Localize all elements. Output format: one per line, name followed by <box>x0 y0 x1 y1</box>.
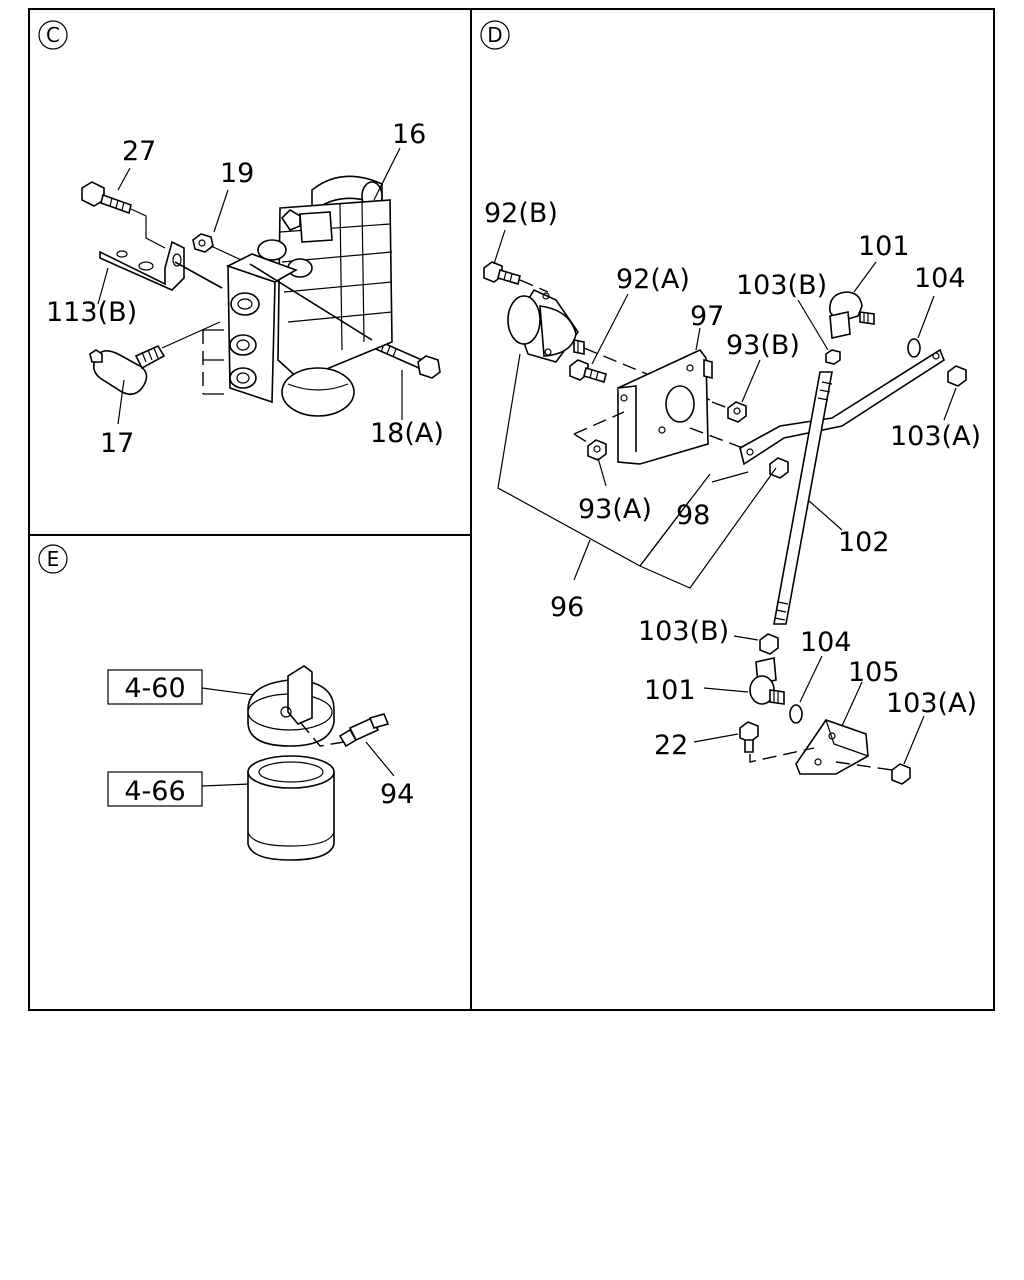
elbow-fitting-17-part <box>89 344 166 396</box>
reference-4-66-text: 4-66 <box>124 776 185 807</box>
label-17: 17 <box>100 428 134 459</box>
label-16: 16 <box>392 119 426 150</box>
bolt-22-part <box>739 721 759 753</box>
nut-19-part <box>192 233 214 253</box>
label-101-bot: 101 <box>644 675 696 706</box>
nut-103b-bot-part <box>759 633 779 655</box>
leader-19 <box>213 189 229 233</box>
bolt-27-part <box>81 181 132 215</box>
bracket-105-part <box>795 719 869 775</box>
ball-joint-101-top-part <box>829 291 875 339</box>
leader-16 <box>373 147 401 201</box>
label-22: 22 <box>654 730 688 761</box>
leader-17 <box>117 379 125 425</box>
nut-103a-top-part <box>947 365 967 387</box>
washer-104-bot-part <box>789 704 803 724</box>
label-113b: 113(B) <box>46 297 137 328</box>
label-92b: 92(B) <box>484 198 558 229</box>
nut-103a-bot-part <box>891 763 911 785</box>
label-98: 98 <box>676 500 710 531</box>
reference-box-4-60[interactable]: 4-60 <box>107 669 203 705</box>
label-94: 94 <box>380 779 414 810</box>
sensor-94-part <box>338 713 390 748</box>
section-marker-c-text: C <box>46 23 60 47</box>
label-104-top: 104 <box>914 263 966 294</box>
label-92a: 92(A) <box>616 264 690 295</box>
section-marker-e: E <box>38 544 68 574</box>
bolt-92a-part <box>569 359 607 384</box>
label-93b: 93(B) <box>726 330 800 361</box>
section-marker-c: C <box>38 20 68 50</box>
label-103b-bot: 103(B) <box>638 616 729 647</box>
bolt-92b-part <box>483 261 521 286</box>
label-101-top: 101 <box>858 231 910 262</box>
reference-box-4-66[interactable]: 4-66 <box>107 771 203 807</box>
nut-103b-top-part <box>825 349 841 365</box>
section-e-drawing: 4-60 4-66 94 <box>107 665 414 861</box>
section-d-drawing: 92(B) 92(A) 97 103(B) 101 104 93(B) 103(… <box>483 198 981 785</box>
label-102: 102 <box>838 527 890 558</box>
label-97: 97 <box>690 301 724 332</box>
label-96: 96 <box>550 592 584 623</box>
bracket-97-part <box>617 349 713 465</box>
leader-113b <box>97 267 109 305</box>
label-103a-top: 103(A) <box>890 421 981 452</box>
filter-element-part <box>247 755 335 861</box>
label-104-bot: 104 <box>800 627 852 658</box>
label-103a-bot: 103(A) <box>886 688 977 719</box>
section-c-drawing: 27 19 16 113(B) 17 18(A) <box>46 119 444 459</box>
ball-joint-101-bot-part <box>749 657 785 705</box>
section-marker-d: D <box>480 20 510 50</box>
label-19: 19 <box>220 158 254 189</box>
outer-frame <box>28 8 995 1011</box>
rod-102-part <box>773 371 833 625</box>
section-marker-d-text: D <box>487 23 502 47</box>
leader-27 <box>117 167 131 191</box>
label-18a: 18(A) <box>370 418 444 449</box>
label-105: 105 <box>848 657 900 688</box>
nut-93a-part <box>587 439 607 461</box>
leader-98 <box>639 499 691 567</box>
section-marker-e-text: E <box>47 547 60 571</box>
filter-head-part <box>247 665 335 747</box>
actuator-96-part <box>507 288 585 363</box>
washer-104-top-part <box>907 338 921 358</box>
nut-93b-part <box>727 401 747 423</box>
lever-98-part <box>739 348 945 466</box>
reference-4-60-text: 4-60 <box>124 673 185 704</box>
label-103b-top: 103(B) <box>736 270 827 301</box>
leader-96 <box>573 539 591 581</box>
bracket-113b-part <box>99 240 185 291</box>
label-27: 27 <box>122 136 156 167</box>
valve-body-16-part <box>225 175 393 417</box>
label-93a: 93(A) <box>578 494 652 525</box>
